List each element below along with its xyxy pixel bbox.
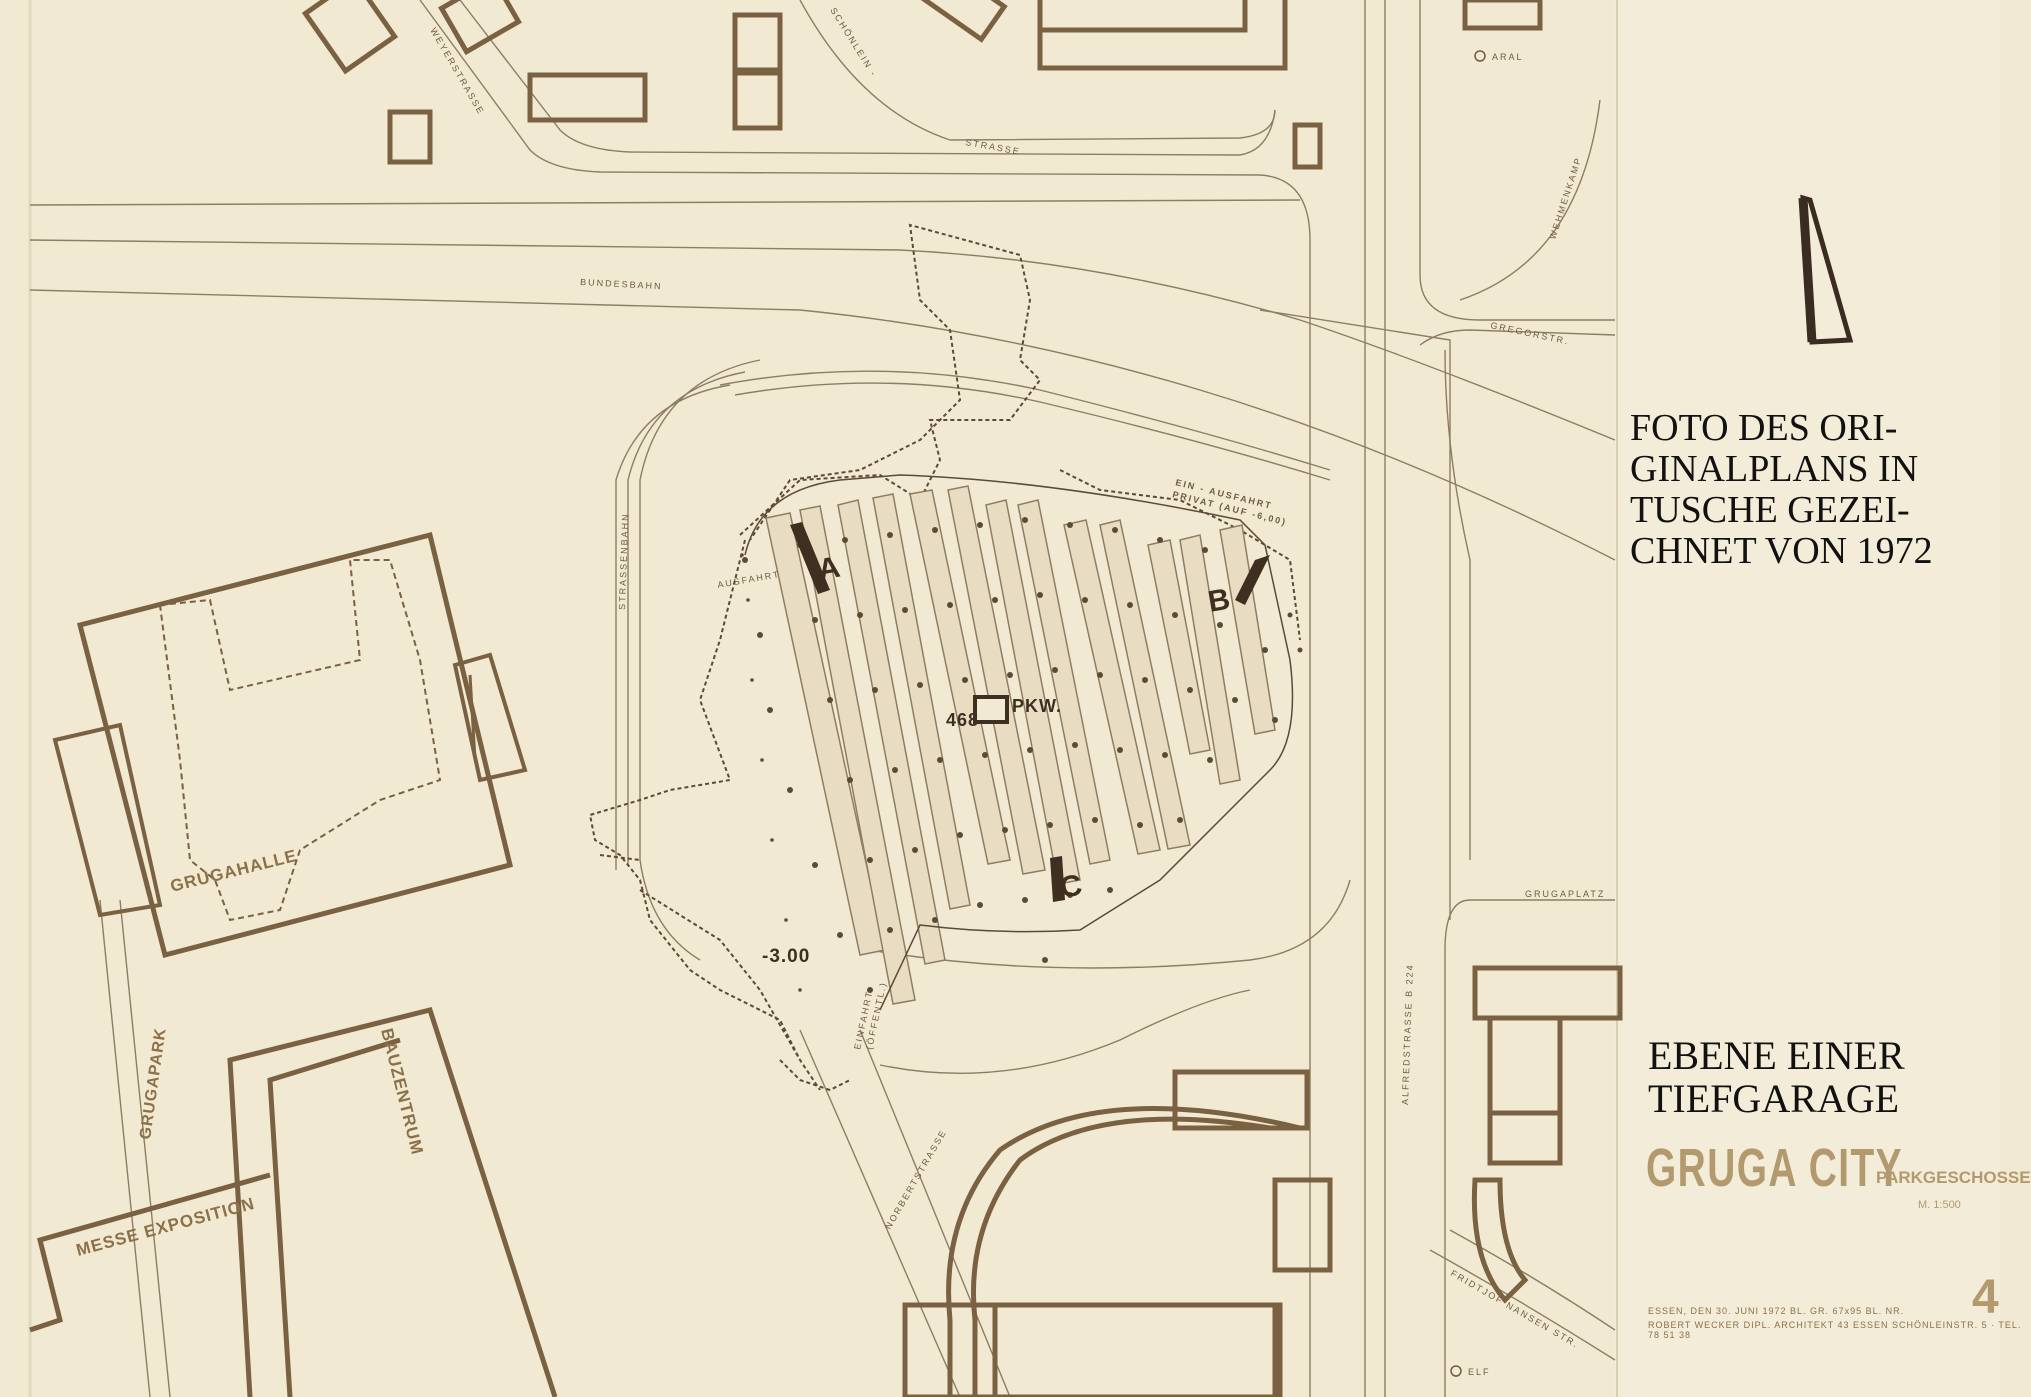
label-stair-b: B bbox=[1205, 582, 1233, 618]
parking-rows bbox=[765, 485, 1276, 1005]
plan-scale: M. 1:500 bbox=[1918, 1199, 1961, 1211]
garage-boundary bbox=[744, 474, 1294, 1011]
svg-text:ARAL: ARAL bbox=[1492, 52, 1524, 62]
footer-architect: ROBERT WECKER DIPL. ARCHITEKT 43 ESSEN S… bbox=[1648, 1320, 2022, 1340]
label-stair-c: C bbox=[1057, 868, 1085, 904]
plan-subtitle: PARKGESCHOSSE bbox=[1876, 1168, 2031, 1187]
level-caption: EBENE EINER TIEFGARAGE bbox=[1648, 1033, 1905, 1122]
garage-outline bbox=[588, 223, 1301, 1092]
footer-date: ESSEN, DEN 30. JUNI 1972 BL. GR. 67x95 B… bbox=[1648, 1306, 1905, 1316]
stair-markers bbox=[790, 522, 1270, 902]
gas-station-aral: ARAL bbox=[1474, 50, 1524, 62]
label-pkw: PKW. bbox=[1012, 696, 1062, 716]
plan-title: GRUGA CITY bbox=[1646, 1138, 1904, 1198]
label-level: -3.00 bbox=[762, 946, 810, 967]
label-strassenbahn: STRASSENBAHN bbox=[617, 512, 630, 610]
label-stair-a: A bbox=[815, 550, 843, 586]
gas-station-elf: ELF bbox=[1450, 1365, 1491, 1377]
label-bundesbahn: BUNDESBAHN bbox=[580, 277, 663, 291]
sheet-number: 4 bbox=[1972, 1271, 1999, 1324]
buildings bbox=[29, 0, 1623, 1397]
grugahalle-building bbox=[52, 531, 528, 959]
north-arrow-icon bbox=[1798, 194, 1854, 345]
street-outlines bbox=[29, 0, 1616, 1397]
grugahalle-inner bbox=[158, 559, 442, 922]
svg-text:ELF: ELF bbox=[1468, 1367, 1491, 1377]
label-grugaplatz: GRUGAPLATZ bbox=[1525, 889, 1605, 899]
photo-note: FOTO DES ORI- GINALPLANS IN TUSCHE GEZEI… bbox=[1630, 407, 1933, 573]
label-alfredstrasse: ALFREDSTRASSE B 224 bbox=[1400, 963, 1415, 1105]
label-capacity: 468 bbox=[946, 710, 979, 730]
